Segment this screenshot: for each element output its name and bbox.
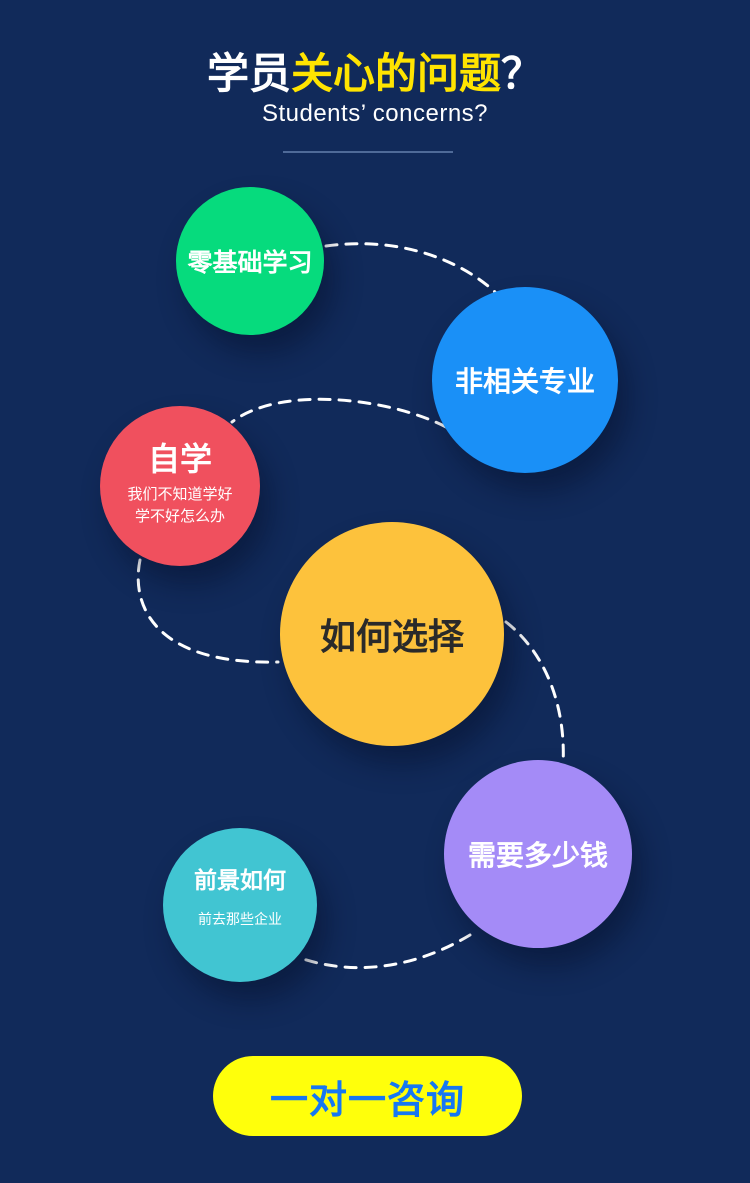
bubble-prospects-sub: 前去那些企业 [198,912,282,928]
bubble-self-study-sub-line1: 我们不知道学好 [127,485,233,503]
connector-green-blue [324,242,497,294]
bubble-cost: 需要多少钱 [444,760,632,948]
bubble-how-to-choose-label: 如何选择 [319,617,464,658]
connector-red-yellow [136,558,280,664]
bubble-non-related-major-label: 非相关专业 [454,365,595,398]
page-subtitle: Students’ concerns? [261,100,489,127]
bubble-cost-label: 需要多少钱 [467,839,608,872]
title-white-part: 学员 [206,49,291,98]
title-question-mark: ？ [501,49,544,98]
consult-button[interactable]: 一对一咨询 [213,1056,522,1136]
title-highlight-part: 关心的问题 [290,49,501,98]
bubble-zero-basis-label: 零基础学习 [187,248,313,277]
bubble-zero-basis: 零基础学习 [176,187,324,335]
connector-blue-red [230,397,448,429]
connector-purple-teal [298,933,472,970]
title-divider [283,151,453,153]
bubble-self-study-sub-line2: 学不好怎么办 [134,507,225,525]
bubble-non-related-major: 非相关专业 [432,287,618,473]
bubble-self-study: 自学 我们不知道学好 学不好怎么办 [100,406,260,566]
bubble-how-to-choose: 如何选择 [280,522,504,746]
page-title: 学员关心的问题？ [0,48,750,100]
connector-yellow-purple [504,620,565,767]
bubble-prospects-label: 前景如何 [194,868,286,894]
bubble-self-study-label: 自学 [147,440,212,478]
bubble-prospects: 前景如何 前去那些企业 [163,828,317,982]
